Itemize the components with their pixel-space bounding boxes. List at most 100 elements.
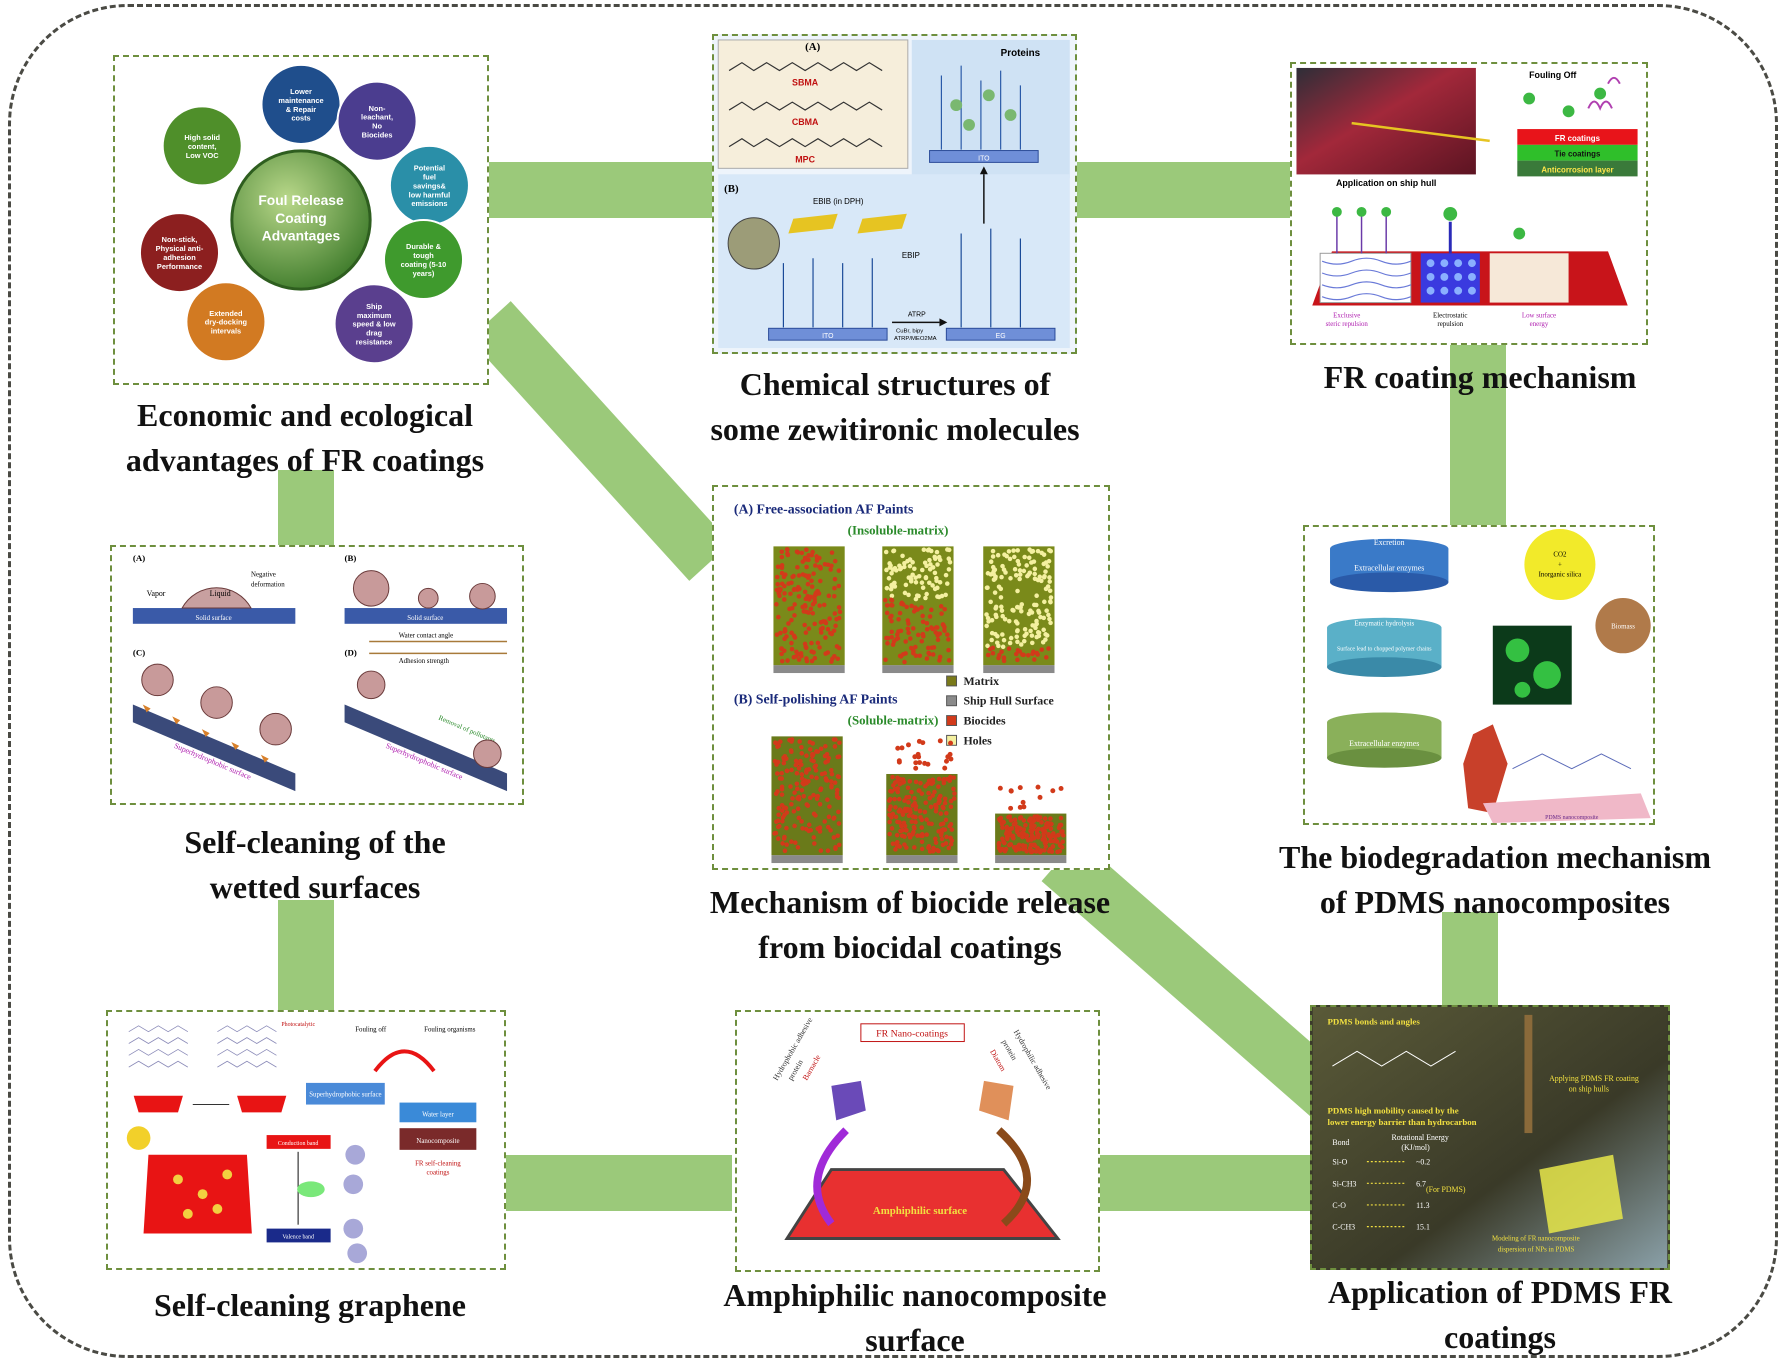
particle xyxy=(903,639,908,644)
wetted-label-d: (D) xyxy=(345,647,357,657)
particle xyxy=(1000,644,1006,650)
particle xyxy=(994,614,999,620)
particle xyxy=(1039,578,1044,584)
particle xyxy=(884,585,890,591)
svg-text:on ship hulls: on ship hulls xyxy=(1569,1085,1609,1094)
particle xyxy=(888,788,893,794)
particle xyxy=(924,832,929,837)
particle xyxy=(799,762,804,768)
released-biocide xyxy=(913,760,919,766)
particle xyxy=(1021,568,1027,574)
bottom-label-2: Electrostatic xyxy=(1433,312,1467,319)
particle xyxy=(887,561,892,566)
particle xyxy=(993,606,998,611)
particle xyxy=(944,581,950,586)
particle xyxy=(795,845,801,850)
particle xyxy=(891,548,896,554)
advantage-text: savings& xyxy=(413,181,447,190)
particle xyxy=(804,826,809,832)
particle xyxy=(898,628,904,634)
particle xyxy=(1041,561,1047,567)
particle xyxy=(832,593,837,599)
particle xyxy=(922,809,928,815)
particle xyxy=(1028,628,1033,634)
particle xyxy=(885,635,891,641)
particle xyxy=(1024,631,1029,637)
particle xyxy=(801,793,807,799)
particle xyxy=(1013,573,1019,578)
particle xyxy=(1015,628,1020,633)
particle xyxy=(913,803,919,809)
particle xyxy=(1035,630,1041,635)
particle xyxy=(919,580,925,585)
wetted-label-b: (B) xyxy=(345,553,357,563)
svg-text:energy: energy xyxy=(1530,321,1549,328)
particle xyxy=(1022,554,1027,560)
particle xyxy=(1032,814,1037,819)
particle xyxy=(775,564,781,570)
advantage-text: years) xyxy=(413,269,435,278)
particle xyxy=(1046,612,1051,618)
particle xyxy=(909,789,914,795)
particle xyxy=(836,615,842,621)
particle xyxy=(1051,839,1056,844)
bottom-label-1: Exclusive xyxy=(1333,312,1360,319)
particle xyxy=(992,590,998,595)
svg-text:Negative: Negative xyxy=(251,572,276,579)
particle xyxy=(985,643,990,649)
particle xyxy=(829,631,835,637)
svg-text:coatings: coatings xyxy=(426,1169,449,1176)
particle xyxy=(920,613,925,619)
particle xyxy=(823,744,828,749)
particle xyxy=(789,605,795,611)
particle xyxy=(832,576,838,582)
particle xyxy=(1014,828,1020,833)
particle xyxy=(916,573,922,579)
particle xyxy=(775,744,780,749)
fr-self-cleaning: FR self-cleaning xyxy=(415,1161,461,1168)
particle xyxy=(793,758,799,764)
particle xyxy=(785,658,790,663)
released-biocide xyxy=(920,740,926,746)
wetted-panel: (A) (B) (C) (D) Solid surface Liquid Vap… xyxy=(110,545,524,805)
particle xyxy=(809,658,815,664)
particle xyxy=(811,650,816,655)
bond-name: Si-O xyxy=(1332,1158,1347,1167)
particle xyxy=(823,651,828,656)
particle xyxy=(817,645,822,650)
legend-swatch xyxy=(946,715,958,726)
particle xyxy=(825,626,831,632)
particle xyxy=(1008,576,1013,581)
particle xyxy=(833,623,838,629)
particle xyxy=(948,841,954,847)
particle xyxy=(788,784,793,789)
particle xyxy=(889,571,894,576)
released-biocide xyxy=(1037,794,1043,800)
molecule-sbma: SBMA xyxy=(792,77,819,87)
particle xyxy=(1020,652,1025,657)
particle xyxy=(936,848,941,854)
particle xyxy=(915,833,920,838)
particle xyxy=(928,562,933,567)
particle xyxy=(774,771,780,776)
released-biocide xyxy=(942,765,948,771)
particle xyxy=(777,586,783,592)
particle xyxy=(1048,816,1053,821)
particle xyxy=(823,635,828,640)
particle xyxy=(1026,572,1031,577)
particle xyxy=(782,583,787,589)
particle xyxy=(793,762,799,768)
released-biocide xyxy=(925,761,931,767)
particle xyxy=(785,551,790,556)
particle xyxy=(985,652,991,658)
particle xyxy=(1011,548,1016,553)
particle xyxy=(814,775,819,781)
particle xyxy=(944,834,949,840)
advantage-text: Biocides xyxy=(362,131,393,140)
svg-text:Solid surface: Solid surface xyxy=(407,615,443,622)
valence-band: Valence band xyxy=(282,1234,314,1240)
particle xyxy=(899,601,904,607)
particle xyxy=(924,817,929,822)
